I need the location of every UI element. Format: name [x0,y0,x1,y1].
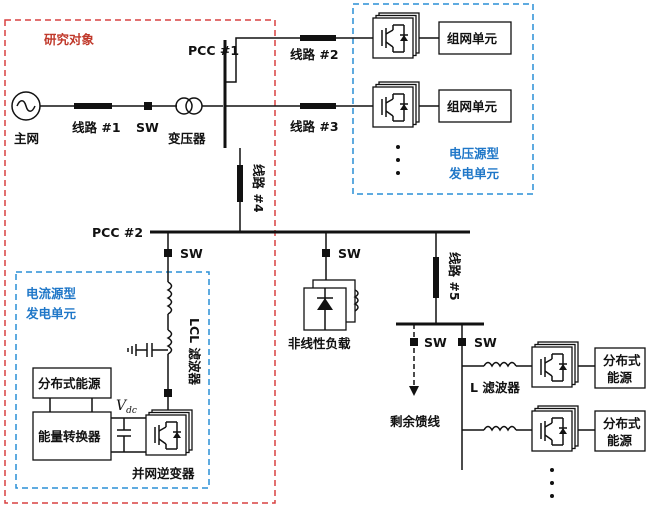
sw-feeder [410,338,418,346]
main-grid-label: 主网 [14,131,39,146]
transformer-label: 变压器 [168,131,206,146]
current-source-region [15,271,210,489]
grid-inverter-label: 并网逆变器 [132,466,195,481]
line5-label: 线路 #5 [447,252,462,301]
grid-forming-unit-1 [438,21,512,55]
distributed-source-label: 分布式能源 [38,376,101,391]
sw-main [144,102,152,110]
sw-current-source [164,249,172,257]
voltage-source-region [352,3,534,195]
sw-inverter [164,389,172,397]
grid-forming-unit-1-label: 组网单元 [447,31,498,46]
current-source-label-2: 发电单元 [25,306,77,321]
energy-converter-label: 能量转换器 [38,429,101,444]
distributed-source-unit-2-label-1: 分布式 [603,416,641,431]
distributed-source-unit-1 [594,347,646,389]
sw-current-source-label: SW [180,246,203,261]
sw-load-label: SW [338,246,361,261]
remaining-feeder-label: 剩余馈线 [390,414,441,429]
grid-forming-inverter-1 [373,13,419,58]
distributed-source-unit-2-label-2: 能源 [607,433,633,448]
sw-feeder-label: SW [424,335,447,350]
vdc-label: Vdc [116,398,137,416]
distributed-inverter-2 [532,406,578,451]
more-distributed-ellipsis [550,468,554,498]
l-filter-inductor-2 [483,425,517,432]
study-object-label: 研究对象 [44,32,95,47]
lcl-capacitor [127,343,168,357]
grid-forming-inverter-2 [373,82,419,127]
grid-forming-unit-2-label: 组网单元 [447,99,498,114]
nonlinear-load-icon [303,279,359,331]
distributed-source-unit-1-label-2: 能源 [607,370,633,385]
sw-distributed [458,338,466,346]
lcl-inductor-2 [166,329,173,355]
distributed-source-unit-2 [594,410,646,452]
line4-label: 线路 #4 [251,164,266,213]
nonlinear-load-label: 非线性负载 [288,336,351,351]
lcl-filter-label: LCL 滤波器 [187,318,202,385]
more-units-ellipsis [396,145,400,175]
grid-inverter [146,410,192,455]
voltage-source-label-1: 电压源型 [449,146,500,161]
l-filter-inductor-1 [483,361,517,368]
sw-main-label: SW [136,120,159,135]
main-grid-source [11,91,41,121]
distributed-inverter-1 [532,342,578,387]
line2-label: 线路 #2 [290,47,339,62]
line1-label: 线路 #1 [72,120,121,135]
sw-load [322,249,330,257]
energy-converter-box [32,411,112,461]
distributed-source-unit-1-label-1: 分布式 [603,353,641,368]
grid-forming-unit-2 [438,89,512,123]
pcc1-label: PCC #1 [188,43,239,58]
current-source-label-1: 电流源型 [26,286,77,301]
distributed-source-box [32,367,112,399]
voltage-source-label-2: 发电单元 [448,166,500,181]
lcl-inductor-1 [166,281,173,315]
line3-label: 线路 #3 [290,119,339,134]
dc-capacitor [117,418,131,452]
pcc2-label: PCC #2 [92,225,143,240]
transformer-icon [175,97,203,115]
study-object-region [4,19,276,504]
sw-distributed-label: SW [474,335,497,350]
l-filter-label: L 滤波器 [470,380,520,395]
